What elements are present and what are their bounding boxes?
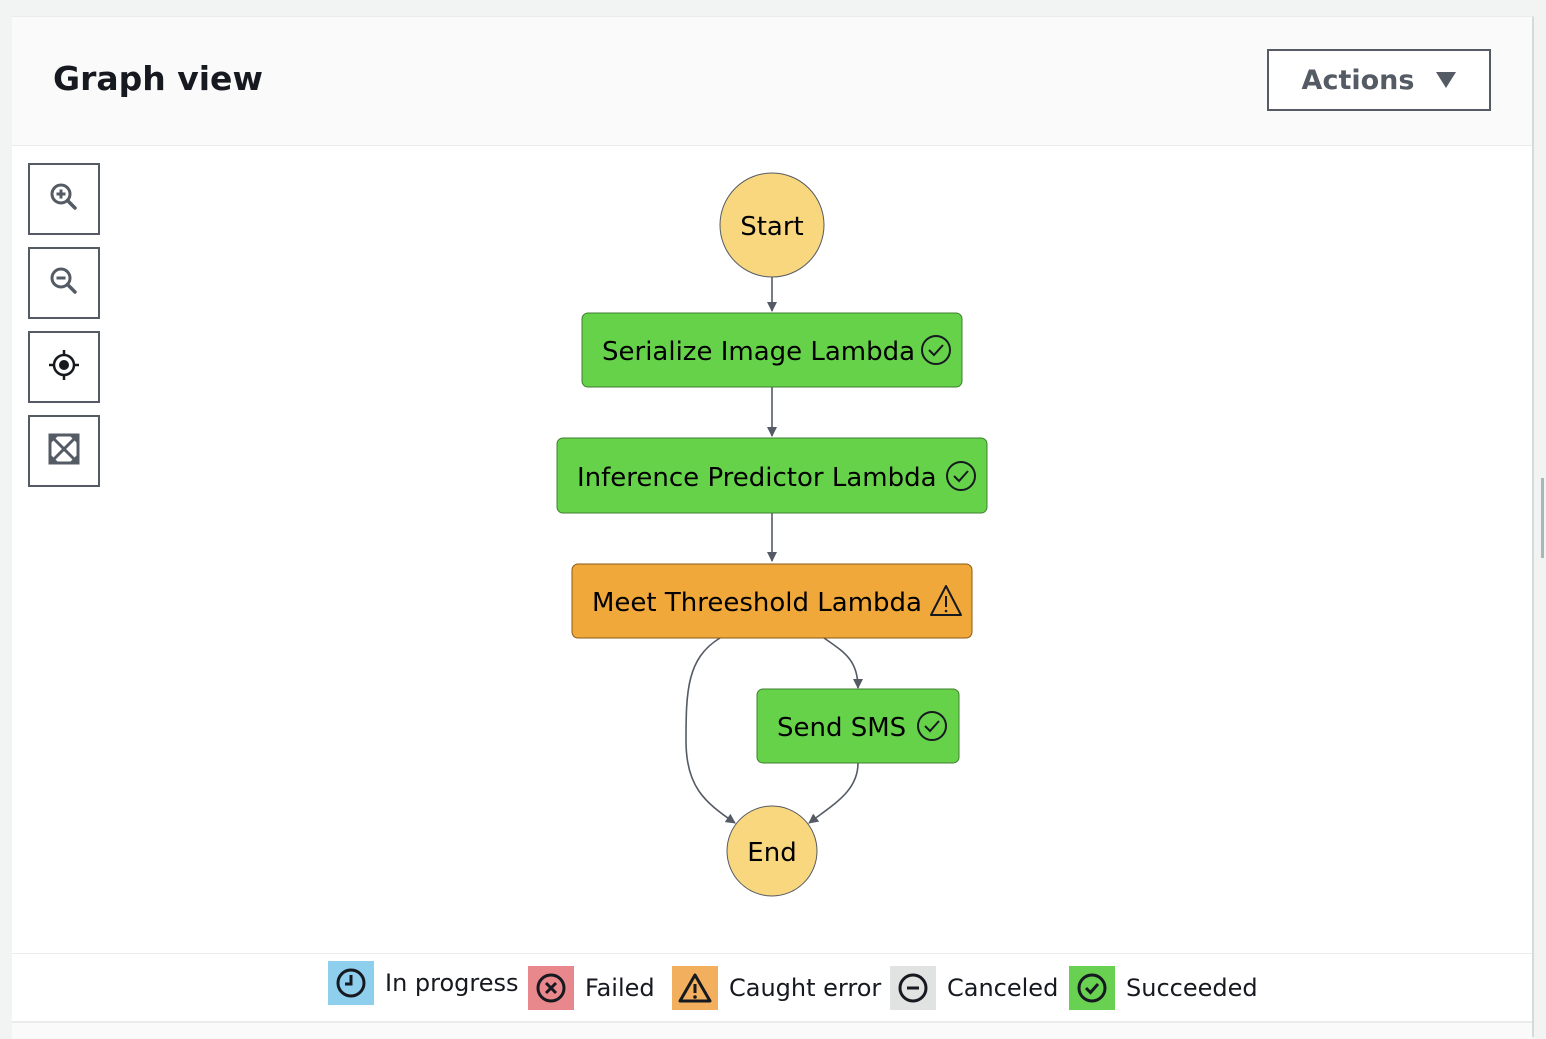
threshold-label: Meet Threeshold Lambda [592,588,922,618]
start-label: Start [740,212,804,242]
page-title: Graph view [53,59,263,98]
panel-footer [12,1021,1532,1039]
check-circle-icon [1069,966,1115,1010]
graph-canvas[interactable]: Start Serialize Image Lambda Inference P… [12,146,1532,952]
clock-icon [328,961,374,1005]
legend-succeeded: Succeeded [1069,966,1258,1010]
fit-to-view-button[interactable] [28,415,100,487]
legend-label: Caught error [729,974,882,1002]
edge-sms-end [808,762,859,824]
send-sms-label: Send SMS [777,713,906,743]
actions-label: Actions [1301,64,1415,96]
legend-label: Failed [585,974,655,1002]
legend-label: Succeeded [1126,974,1258,1002]
start-node[interactable]: Start [719,172,825,278]
check-circle-icon [917,711,947,741]
legend-failed: Failed [528,966,655,1010]
edge-threshold-sms [823,637,863,689]
legend-canceled: Canceled [890,966,1058,1010]
status-legend: In progress Failed Caught error [12,953,1532,1022]
send-sms-node[interactable]: Send SMS [756,688,960,764]
zoom-out-button[interactable] [28,247,100,319]
serialize-image-lambda-node[interactable]: Serialize Image Lambda [581,312,963,388]
minus-circle-icon [890,966,936,1010]
graph-view-panel: Graph view Actions [12,16,1534,1039]
x-circle-icon [528,966,574,1010]
crosshair-icon [47,348,81,386]
scrollbar[interactable] [1541,478,1544,558]
caret-down-icon [1436,72,1457,88]
check-circle-icon [946,461,976,491]
legend-caught-error: Caught error [672,966,881,1010]
zoom-out-icon [48,265,80,301]
edge-threshold-end [685,637,736,824]
warning-icon [672,966,718,1010]
inference-predictor-lambda-node[interactable]: Inference Predictor Lambda [556,437,988,514]
legend-in-progress: In progress [328,961,519,1005]
legend-label: In progress [385,969,519,997]
state-machine-graph: Start Serialize Image Lambda Inference P… [556,172,988,897]
end-node[interactable]: End [726,805,818,897]
legend-label: Canceled [947,974,1059,1002]
end-label: End [747,838,796,868]
serialize-label: Serialize Image Lambda [602,337,915,367]
center-button[interactable] [28,331,100,403]
warning-icon [930,585,962,616]
panel-header: Graph view Actions [12,17,1532,146]
inference-label: Inference Predictor Lambda [577,463,937,493]
expand-icon [48,433,80,469]
zoom-in-button[interactable] [28,163,100,235]
actions-button[interactable]: Actions [1267,49,1491,111]
zoom-in-icon [48,181,80,217]
check-circle-icon [921,335,951,365]
meet-threeshold-lambda-node[interactable]: Meet Threeshold Lambda [571,563,973,639]
